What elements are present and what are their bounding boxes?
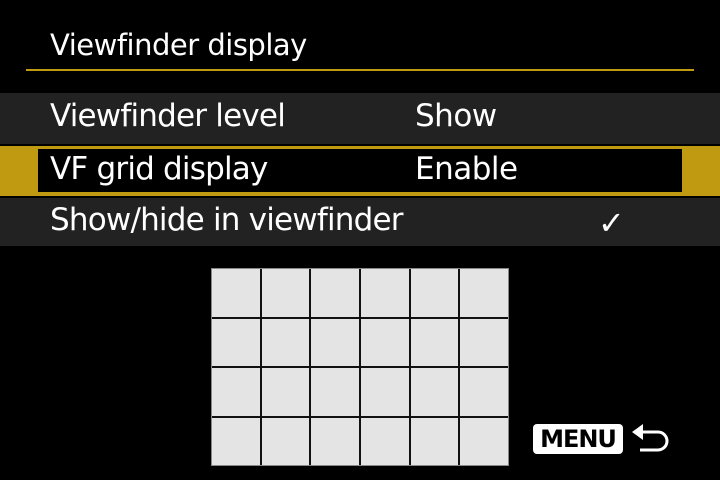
menu-item-value: Show (415, 98, 497, 134)
grid-cell (410, 417, 459, 465)
grid-cell (410, 269, 459, 317)
grid-cell (460, 318, 508, 366)
grid-cell (212, 417, 260, 465)
grid-cell (261, 368, 310, 416)
grid-cell (311, 318, 359, 366)
grid-cell (361, 368, 409, 416)
grid-cell (361, 269, 409, 317)
grid-preview (211, 268, 509, 466)
checkmark-icon: ✓ (598, 204, 625, 242)
grid-cell (460, 417, 508, 465)
grid-cell (212, 318, 260, 366)
menu-button[interactable]: MENU (533, 424, 623, 454)
grid-cell (311, 368, 359, 416)
grid-cell (311, 417, 359, 465)
menu-item-show-hide-in-viewfinder[interactable]: Show/hide in viewfinder ✓ (0, 198, 720, 246)
menu-item-label: Show/hide in viewfinder (50, 202, 404, 238)
menu-item-label: Viewfinder level (50, 98, 286, 134)
menu-item-label: VF grid display (50, 151, 268, 187)
grid-cell (460, 269, 508, 317)
grid-cell (410, 368, 459, 416)
grid-cell (460, 368, 508, 416)
grid-cell (261, 318, 310, 366)
menu-item-value: Enable (415, 151, 518, 187)
menu-item-vf-grid-display[interactable]: VF grid display Enable (0, 146, 720, 196)
grid-cell (311, 269, 359, 317)
grid-cell (361, 417, 409, 465)
grid-cell (261, 417, 310, 465)
grid-cell (261, 269, 310, 317)
menu-item-viewfinder-level[interactable]: Viewfinder level Show (0, 93, 720, 144)
page-title: Viewfinder display (50, 28, 307, 62)
selection-highlight (38, 149, 682, 192)
grid-cell (212, 368, 260, 416)
grid-cell (212, 269, 260, 317)
title-divider (26, 69, 694, 71)
return-arrow-icon[interactable] (630, 422, 670, 456)
grid-cell (410, 318, 459, 366)
grid-cell (361, 318, 409, 366)
